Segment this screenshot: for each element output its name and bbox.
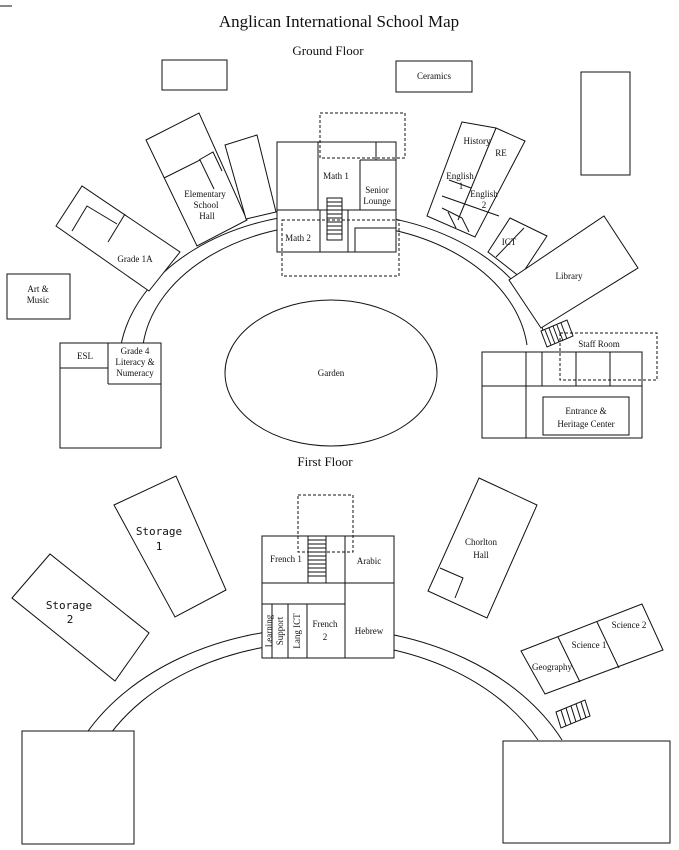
ceramics-label: Ceramics: [417, 71, 451, 81]
chorlton-hall: Chorlton Hall: [427, 477, 538, 619]
ict-label: ICT: [502, 237, 517, 247]
grade4-label-3: Numeracy: [116, 368, 154, 378]
blank-room-bottom-left: [21, 730, 135, 845]
french2-label-2: 2: [323, 632, 328, 642]
senior-lounge-label-1: Senior: [365, 185, 389, 195]
central-block-ground: Math 1 Senior Lounge Math 2: [276, 112, 406, 277]
math2-label: Math 2: [285, 233, 311, 243]
english2-label-2: 2: [482, 200, 487, 210]
storage-1-room: Storage 1: [113, 475, 227, 618]
storage1-label-1: Storage: [136, 525, 182, 538]
storage2-label-2: 2: [67, 613, 74, 626]
grade4-label-2: Literacy &: [115, 357, 154, 367]
storage-2-room: Storage 2: [11, 553, 150, 682]
library-label: Library: [556, 271, 583, 281]
ceramics-room: [395, 60, 473, 93]
staff-entrance-block: Staff Room Entrance & Heritage Center: [481, 332, 658, 439]
grade-1a-room: Grade 1A: [55, 185, 181, 292]
english2-label-1: English: [470, 189, 498, 199]
elementary-label-3: Hall: [199, 211, 215, 221]
garden: [224, 299, 438, 447]
entrance-label-2: Heritage Center: [557, 419, 614, 429]
learning-support-label-1: Learning: [264, 614, 274, 647]
stairs-right-first: [555, 699, 591, 729]
science2-label: Science 2: [612, 620, 647, 630]
hebrew-label: Hebrew: [355, 626, 384, 636]
re-label: RE: [495, 148, 507, 158]
elementary-school-hall: Elementary School Hall: [145, 112, 277, 247]
staff-room-label: Staff Room: [578, 339, 620, 349]
chorlton-label-2: Hall: [473, 550, 489, 560]
blank-room-bottom-right: [502, 740, 671, 844]
blank-room-top-right: [580, 71, 631, 176]
esl-label: ESL: [77, 351, 93, 361]
english1-label-2: 1: [459, 181, 464, 191]
elementary-label-2: School: [193, 200, 219, 210]
entrance-label-1: Entrance &: [565, 406, 606, 416]
learning-support-label-2: Support: [275, 616, 285, 645]
science1-label: Science 1: [572, 640, 607, 650]
ground-floor-plan: Garden Ceramics: [6, 59, 658, 449]
english1-label-1: English: [446, 171, 474, 181]
lang-ict-label: Lang ICT: [292, 613, 302, 649]
storage2-label-1: Storage: [46, 599, 92, 612]
history-label: History: [464, 136, 492, 146]
library-room: Library: [508, 215, 639, 329]
chorlton-label-1: Chorlton: [465, 537, 498, 547]
first-floor-plan: Storage 1 Storage 2: [11, 475, 671, 845]
ground-floor-label: Ground Floor: [292, 43, 364, 58]
science-geography-wing: Science 2 Science 1 Geography: [520, 603, 664, 695]
grade1a-label: Grade 1A: [117, 254, 153, 264]
arabic-label: Arabic: [357, 556, 382, 566]
art-label-1: Art &: [27, 284, 48, 294]
grade4-label-1: Grade 4: [121, 346, 150, 356]
french1-label: French 1: [270, 554, 302, 564]
english-history-wing: History RE English 1 English 2: [426, 121, 526, 238]
art-music-room: [6, 273, 71, 320]
garden-label: Garden: [318, 368, 345, 378]
art-label-2: Music: [27, 295, 50, 305]
first-floor-label: First Floor: [297, 454, 353, 469]
geography-label: Geography: [532, 662, 572, 672]
storage1-label-2: 1: [156, 540, 163, 553]
map-title: Anglican International School Map: [219, 12, 459, 31]
french2-label-1: French: [313, 619, 338, 629]
senior-lounge-label-2: Lounge: [363, 196, 391, 206]
elementary-label-1: Elementary: [184, 189, 226, 199]
esl-grade4-block: ESL Grade 4 Literacy & Numeracy: [59, 342, 162, 449]
blank-room-top-left: [161, 59, 228, 91]
math1-label: Math 1: [323, 171, 349, 181]
central-block-first: French 1 Arabic Learning Support Lang IC…: [261, 494, 395, 659]
